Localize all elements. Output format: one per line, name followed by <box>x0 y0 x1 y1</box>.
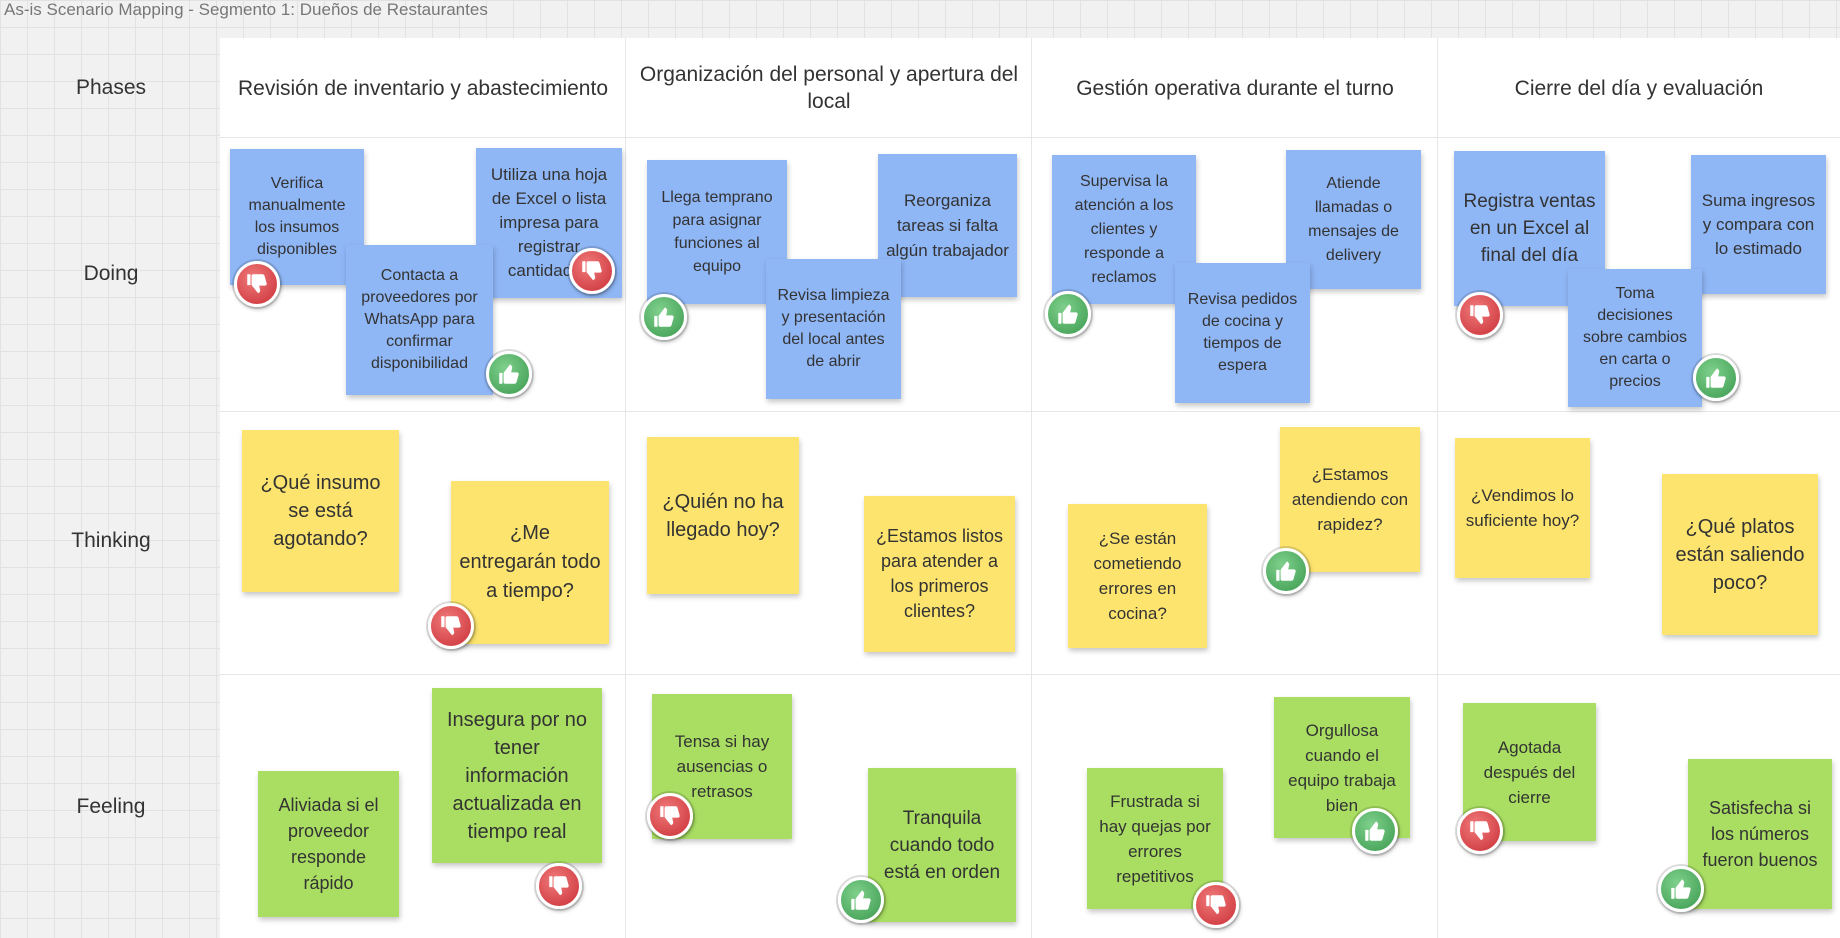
thumbs-up-icon[interactable] <box>1658 866 1704 912</box>
phase-header: Gestión operativa durante el turno <box>1076 76 1394 100</box>
sticky-note-doing[interactable]: Llega temprano para asignar funciones al… <box>647 160 787 304</box>
thumbs-up-icon[interactable] <box>1263 548 1309 594</box>
sticky-note-feeling[interactable]: Tranquila cuando todo está en orden <box>868 768 1016 922</box>
sticky-note-thinking[interactable]: ¿Estamos listos para atender a los prime… <box>864 496 1015 652</box>
column-divider <box>1437 38 1438 938</box>
thumbs-down-icon[interactable] <box>647 793 693 839</box>
row-divider <box>220 674 1840 675</box>
thumbs-down-icon[interactable] <box>569 248 615 294</box>
thumbs-down-icon[interactable] <box>234 261 280 307</box>
sticky-note-thinking[interactable]: ¿Estamos atendiendo con rapidez? <box>1280 427 1420 572</box>
sticky-note-thinking[interactable]: ¿Qué insumo se está agotando? <box>242 430 399 592</box>
sticky-note-feeling[interactable]: Insegura por no tener información actual… <box>432 688 602 863</box>
thumbs-up-icon[interactable] <box>641 294 687 340</box>
thumbs-down-icon[interactable] <box>536 863 582 909</box>
sticky-note-thinking[interactable]: ¿Quién no ha llegado hoy? <box>647 437 799 594</box>
column-divider <box>1031 38 1032 938</box>
sticky-note-thinking[interactable]: ¿Qué platos están saliendo poco? <box>1662 474 1818 635</box>
thumbs-up-icon[interactable] <box>838 877 884 923</box>
sticky-note-thinking[interactable]: ¿Vendimos lo suficiente hoy? <box>1455 438 1590 578</box>
row-label-phases: Phases <box>75 76 147 99</box>
thumbs-down-icon[interactable] <box>1193 882 1239 928</box>
sticky-note-doing[interactable]: Supervisa la atención a los clientes y r… <box>1052 155 1196 304</box>
row-label-feeling: Feeling <box>76 795 146 818</box>
column-divider <box>625 38 626 938</box>
sticky-note-feeling[interactable]: Aliviada si el proveedor responde rápido <box>258 771 399 917</box>
sticky-note-doing[interactable]: Reorganiza tareas si falta algún trabaja… <box>878 154 1017 297</box>
thumbs-down-icon[interactable] <box>428 603 474 649</box>
phase-header: Cierre del día y evaluación <box>1514 76 1764 100</box>
row-label-doing: Doing <box>83 262 139 285</box>
phase-header: Organización del personal y apertura del… <box>639 63 1019 113</box>
sticky-note-thinking[interactable]: ¿Me entregarán todo a tiempo? <box>451 481 609 644</box>
sticky-note-thinking[interactable]: ¿Se están cometiendo errores en cocina? <box>1068 504 1207 648</box>
row-divider <box>220 137 1840 138</box>
sticky-note-doing[interactable]: Revisa limpieza y presentación del local… <box>766 259 901 399</box>
row-label-thinking: Thinking <box>71 529 151 552</box>
board-title: As-is Scenario Mapping - Segmento 1: Due… <box>4 0 488 19</box>
sticky-note-feeling[interactable]: Satisfecha si los números fueron buenos <box>1688 759 1832 909</box>
sticky-note-doing[interactable]: Toma decisiones sobre cambios en carta o… <box>1568 269 1702 407</box>
thumbs-down-icon[interactable] <box>1457 808 1503 854</box>
thumbs-up-icon[interactable] <box>1352 808 1398 854</box>
thumbs-up-icon[interactable] <box>1045 291 1091 337</box>
thumbs-up-icon[interactable] <box>1693 355 1739 401</box>
sticky-note-doing[interactable]: Suma ingresos y compara con lo estimado <box>1691 155 1826 294</box>
row-divider <box>220 411 1840 412</box>
sticky-note-doing[interactable]: Revisa pedidos de cocina y tiempos de es… <box>1175 263 1310 403</box>
sticky-note-doing[interactable]: Contacta a proveedores por WhatsApp para… <box>346 245 493 395</box>
phase-header: Revisión de inventario y abastecimiento <box>237 76 609 100</box>
sticky-note-feeling[interactable]: Frustrada si hay quejas por errores repe… <box>1087 768 1223 909</box>
thumbs-up-icon[interactable] <box>486 351 532 397</box>
thumbs-down-icon[interactable] <box>1457 292 1503 338</box>
